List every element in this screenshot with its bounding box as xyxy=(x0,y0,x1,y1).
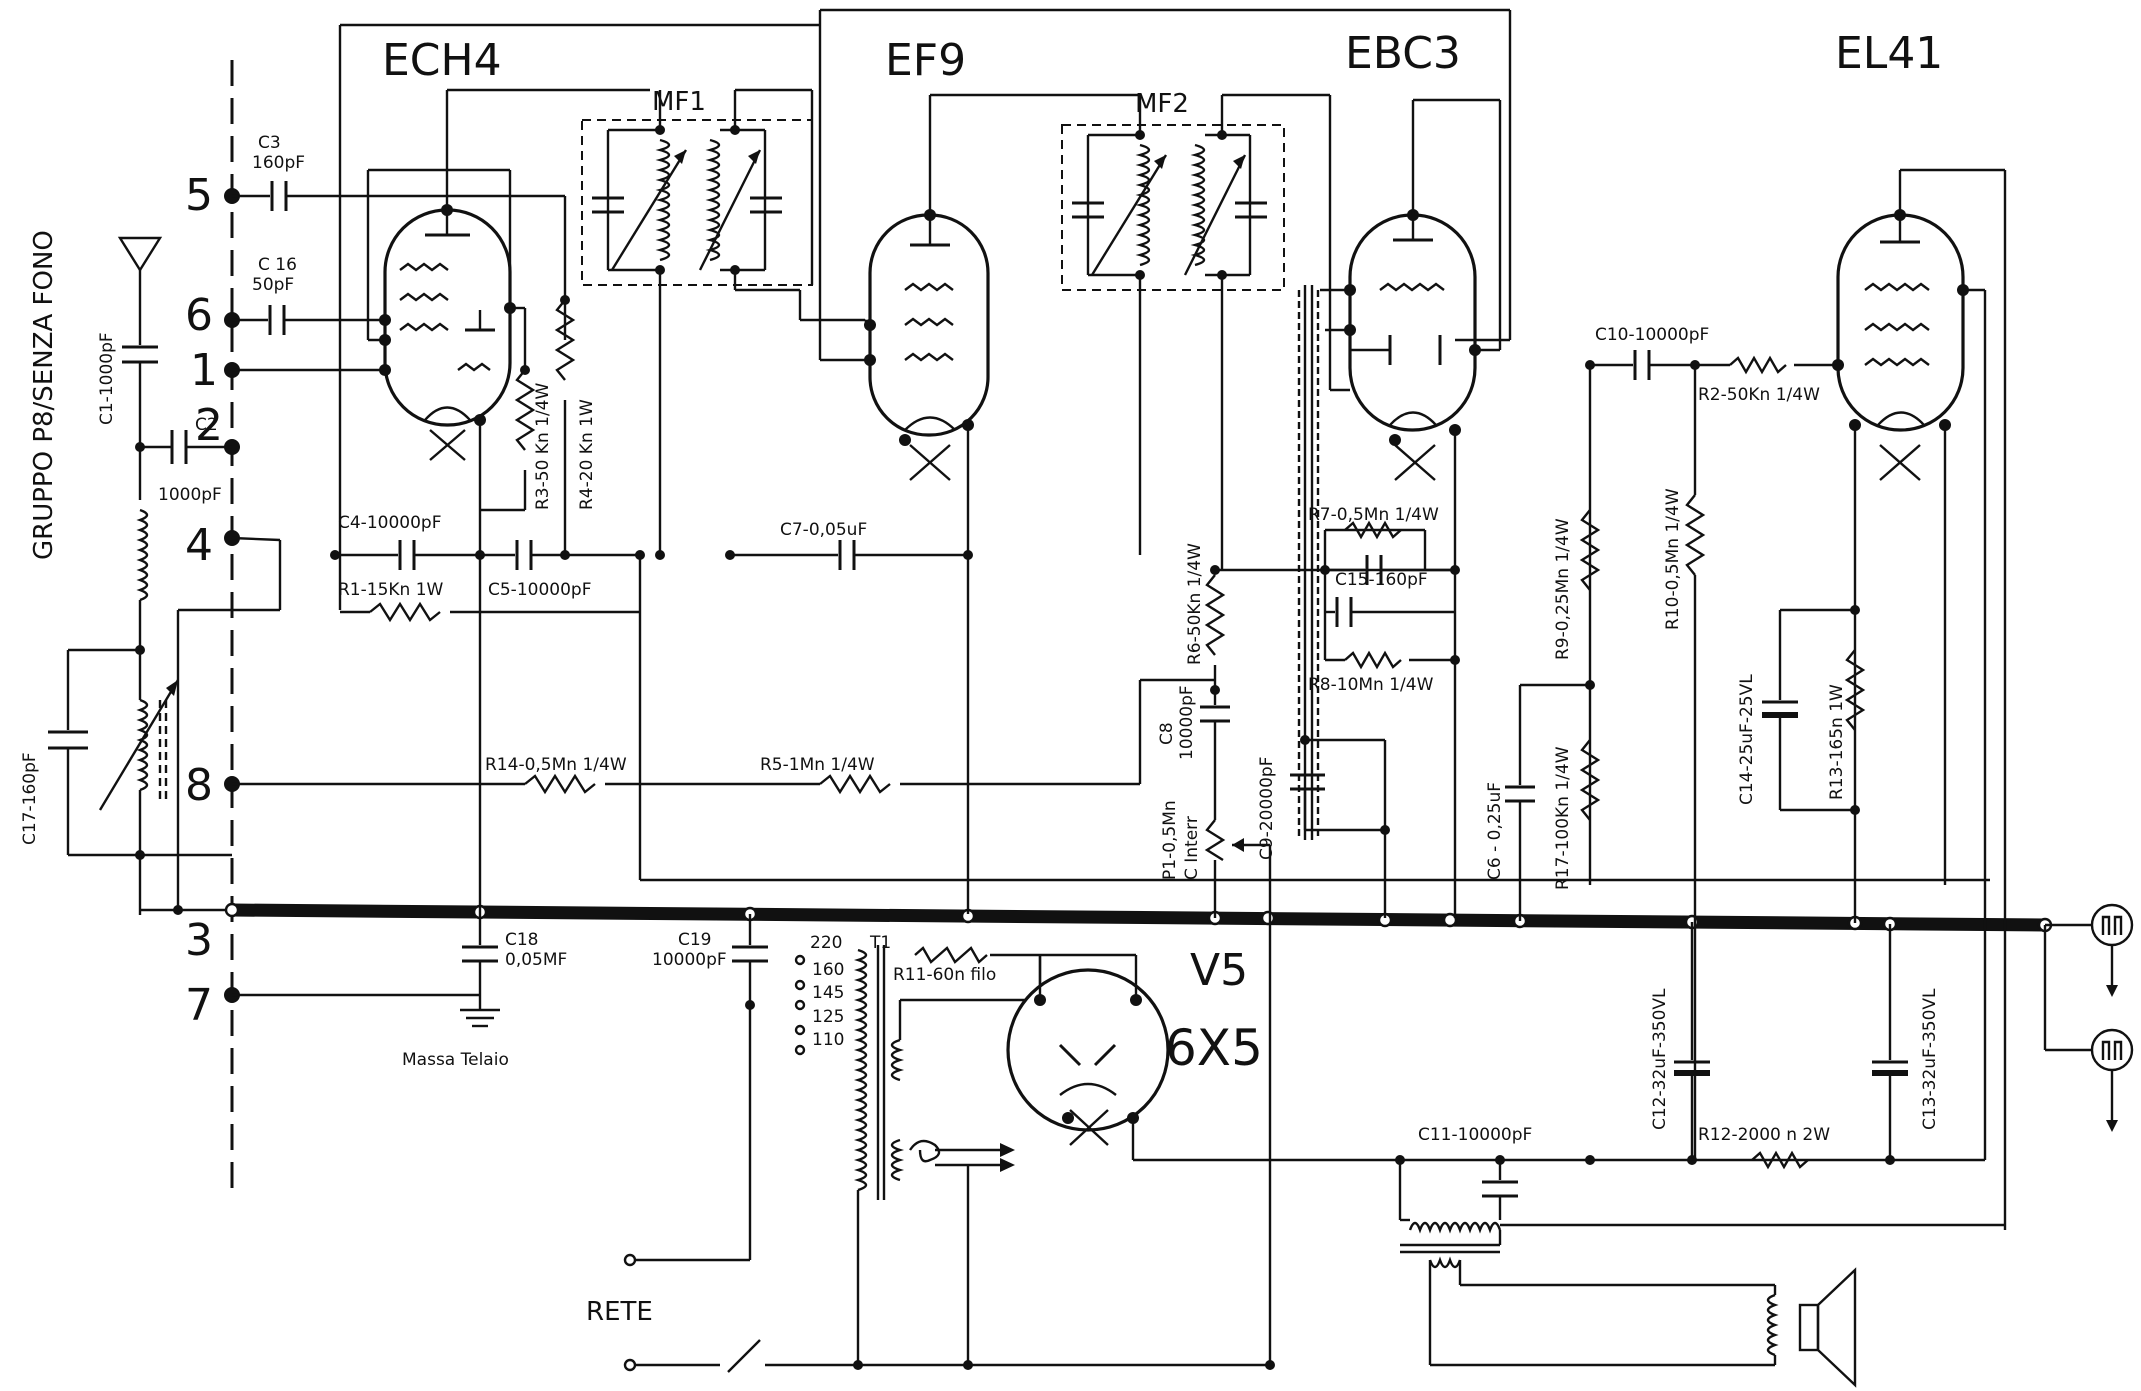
antenna-icon xyxy=(117,236,163,273)
el41-stage xyxy=(1762,168,2007,1230)
c12-label: C12-32uF-350VL xyxy=(1650,988,1670,1130)
r3-label: R3-50 Kn 1/4W xyxy=(533,383,553,510)
rete-label: RETE xyxy=(586,1297,653,1327)
ech4-stage xyxy=(232,23,1990,912)
c14-label: C14-25uF-25VL xyxy=(1737,674,1757,805)
c8-value: 10000pF xyxy=(1177,685,1197,760)
r11-resistor xyxy=(914,946,988,964)
tube-label-el41: EL41 xyxy=(1835,28,1943,79)
ech4-tube-envelope xyxy=(383,208,512,427)
c18-label: C18 xyxy=(505,930,539,950)
c1-label: C1-1000pF xyxy=(97,332,117,425)
speaker-icon xyxy=(1798,1303,1820,1352)
power-supply: 220 160 145 125 110 xyxy=(623,914,1275,1373)
antenna-section xyxy=(48,236,282,915)
c19-label: C19 xyxy=(678,930,712,950)
chassis-ground xyxy=(232,912,500,1028)
ef9-stage xyxy=(232,8,1510,914)
r14-label: R14-0,5Mn 1/4W xyxy=(485,755,627,775)
r12-label: R12-2000 n 2W xyxy=(1698,1125,1830,1145)
r7-label: R7-0,5Mn 1/4W xyxy=(1308,505,1439,525)
r9-label: R9-0,25Mn 1/4W xyxy=(1553,518,1573,660)
c3-label: C3 xyxy=(258,133,281,153)
r8-label: R8-10Mn 1/4W xyxy=(1308,675,1434,695)
c17-label: C17-160pF xyxy=(20,752,40,845)
c9-label: C9-20000pF xyxy=(1257,757,1277,860)
r13-label: R13-165n 1W xyxy=(1827,684,1847,800)
rectifier-envelope xyxy=(1006,968,1170,1132)
tube-label-ebc3: EBC3 xyxy=(1345,28,1461,79)
arrow-down-icon xyxy=(2106,985,2118,997)
r10-label: R10-0,5Mn 1/4W xyxy=(1663,488,1683,630)
output-filter xyxy=(1395,922,2005,1388)
mains-taps xyxy=(794,954,806,1056)
tap-145-label: 145 xyxy=(812,983,844,1003)
ebc3-tube-envelope xyxy=(1348,213,1477,432)
ground-bus xyxy=(231,903,2046,932)
r4-label: R4-20 Kn 1W xyxy=(577,399,597,510)
mf2-transformer: MF2 xyxy=(1061,89,1350,570)
c6-label: C6 - 0,25uF xyxy=(1485,782,1505,880)
mf1-transformer: MF1 xyxy=(581,87,865,560)
terminal-6-label: 6 xyxy=(185,290,213,341)
c15-label: C15-160pF xyxy=(1335,570,1428,590)
c8-label: C8 xyxy=(1157,722,1177,745)
r17-label: R17-100Kn 1/4W xyxy=(1553,746,1573,890)
c19-value: 10000pF xyxy=(652,950,727,970)
arrow-right-icon xyxy=(1000,1143,1015,1157)
p1-switch-label: C Interr xyxy=(1182,816,1202,880)
tube-label-ech4: ECH4 xyxy=(382,35,502,86)
terminal-5-label: 5 xyxy=(185,170,213,221)
group-title: GRUPPO P8/SENZA FONO xyxy=(29,230,59,560)
c10-label: C10-10000pF xyxy=(1595,325,1709,345)
el41-tube-envelope xyxy=(1836,213,1965,432)
output-plugs xyxy=(2043,903,2134,1132)
ground-label: Massa Telaio xyxy=(402,1050,509,1070)
terminal-4-label: 4 xyxy=(185,520,213,571)
c3-value: 160pF xyxy=(252,153,305,173)
mf1-shield xyxy=(581,119,813,286)
terminal-1-label: 1 xyxy=(190,345,218,396)
c16-label: C 16 xyxy=(258,255,297,275)
r11-label: R11-60n filo xyxy=(893,965,996,985)
tube-label-ef9: EF9 xyxy=(885,35,966,86)
tube-label-6x5: 6X5 xyxy=(1165,1019,1263,1077)
c11-label: C11-10000pF xyxy=(1418,1125,1532,1145)
mf2-shield xyxy=(1061,124,1285,291)
mf2-label: MF2 xyxy=(1135,89,1189,119)
c2-label: C2 xyxy=(195,415,218,435)
terminal-3-label: 3 xyxy=(185,915,213,966)
r1-label: R1-15Kn 1W xyxy=(338,580,444,600)
arrow-right-icon xyxy=(1000,1158,1015,1172)
c13-label: C13-32uF-350VL xyxy=(1920,988,1940,1130)
terminal-7-label: 7 xyxy=(185,980,213,1031)
ebc3-stage xyxy=(1200,10,1512,918)
tap-220-label: 220 xyxy=(810,933,842,953)
r5-label: R5-1Mn 1/4W xyxy=(760,755,875,775)
arrow-down-icon xyxy=(2106,1120,2118,1132)
c16-value: 50pF xyxy=(252,275,294,295)
terminal-labels: 5 6 1 2 4 8 3 7 xyxy=(185,170,223,1031)
ef9-tube-envelope xyxy=(868,213,990,437)
c2-value: 1000pF xyxy=(158,485,222,505)
tube-label-v5: V5 xyxy=(1190,945,1248,996)
tap-160-label: 160 xyxy=(812,960,844,980)
terminal-8-label: 8 xyxy=(185,760,213,811)
c7-label: C7-0,05uF xyxy=(780,520,867,540)
c5-label: C5-10000pF xyxy=(488,580,591,600)
terminal-2-label: 2 xyxy=(195,400,223,451)
c4-label: C4-10000pF xyxy=(338,513,441,533)
r2-label: R2-50Kn 1/4W xyxy=(1698,385,1820,405)
p1-label: P1-0,5Mn xyxy=(1160,800,1180,880)
t1-label: T1 xyxy=(869,933,891,953)
rectifier-6x5 xyxy=(1006,953,1400,1162)
c18-value: 0,05MF xyxy=(505,950,567,970)
coupling-section xyxy=(1505,350,1838,1160)
tap-125-label: 125 xyxy=(812,1007,844,1027)
r6-label: R6-50Kn 1/4W xyxy=(1185,543,1205,665)
tap-110-label: 110 xyxy=(812,1030,844,1050)
